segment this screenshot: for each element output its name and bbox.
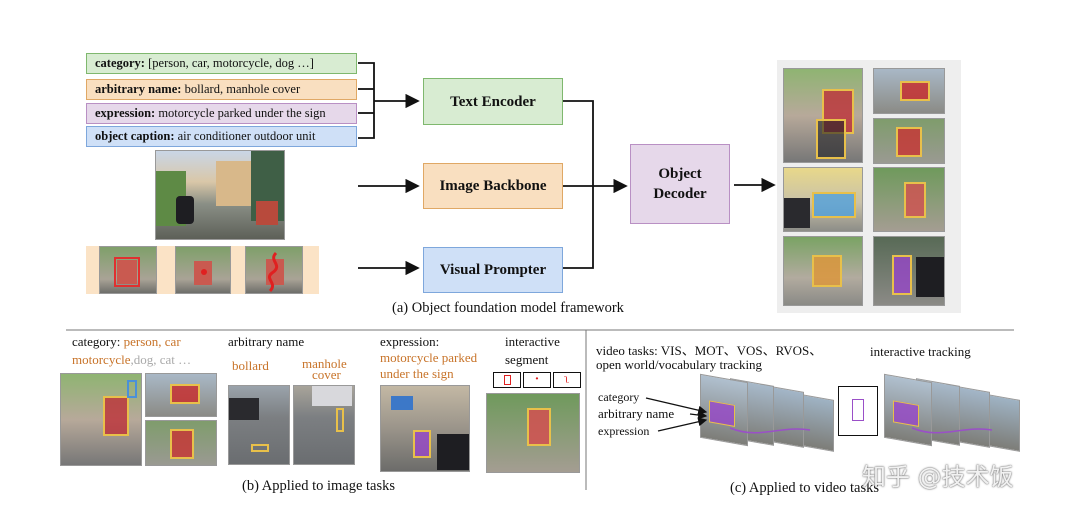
object-decoder-module: Object Decoder bbox=[630, 144, 730, 224]
c-video-tasks-1: video tasks: VIS、MOT、VOS、RVOS、 bbox=[596, 343, 823, 358]
output-flower-pot bbox=[783, 236, 863, 306]
visual-prompt-box-thumb bbox=[99, 246, 157, 294]
b-point-prompt-glyph: · bbox=[534, 372, 540, 387]
prompt-caption-key: object caption: bbox=[95, 129, 175, 143]
output-motorcycle-rider bbox=[783, 68, 863, 163]
b-expression-value-1: motorcycle parked bbox=[380, 350, 478, 365]
prompt-caption-value: air conditioner outdoor unit bbox=[174, 129, 316, 143]
c-video-tasks-2: open world/vocabulary tracking bbox=[596, 357, 763, 372]
prompt-expression-value: motorcycle parked under the sign bbox=[155, 106, 326, 120]
b-category-image-1 bbox=[60, 373, 142, 466]
b-expression-label: expression: bbox=[380, 334, 440, 349]
output-blue-car bbox=[783, 167, 863, 232]
output-grid bbox=[777, 60, 961, 313]
prompt-expression: expression: motorcycle parked under the … bbox=[86, 103, 357, 124]
b-category-image-2 bbox=[145, 373, 217, 417]
c-input-arbitrary-name: arbitrary name bbox=[598, 406, 675, 421]
b-box-prompt-icon bbox=[493, 372, 521, 388]
b-bollard-image bbox=[228, 385, 290, 465]
b-category-label: category: bbox=[72, 334, 124, 349]
b-category-values-2: motorcycle bbox=[72, 352, 131, 367]
caption-c: (c) Applied to video tasks bbox=[730, 480, 880, 496]
image-backbone-module: Image Backbone bbox=[423, 163, 563, 209]
b-expression-image bbox=[380, 385, 470, 472]
b-category-line: category: person, car bbox=[72, 334, 181, 350]
prompt-arbitrary-name: arbitrary name: bollard, manhole cover bbox=[86, 79, 357, 100]
b-category-line-2: motorcycle,dog, cat … bbox=[72, 352, 191, 368]
b-scribble-prompt-glyph: ʅ bbox=[564, 374, 570, 386]
visual-prompt-point-thumb bbox=[175, 246, 231, 294]
c-interactive-tracking: interactive tracking bbox=[870, 344, 971, 359]
output-red-car bbox=[873, 68, 945, 114]
b-manhole-label-1: manhole bbox=[302, 356, 347, 371]
image-backbone-label: Image Backbone bbox=[439, 178, 547, 194]
b-category-values-1: person, car bbox=[123, 334, 181, 349]
b-category-values-3: ,dog, cat … bbox=[130, 352, 192, 367]
watermark: 知乎 @技术饭 bbox=[862, 463, 1014, 491]
caption-a: (a) Object foundation model framework bbox=[392, 300, 624, 316]
visual-prompter-module: Visual Prompter bbox=[423, 247, 563, 293]
b-interactive-label-2: segment bbox=[505, 352, 549, 367]
b-scribble-prompt-icon: ʅ bbox=[553, 372, 581, 388]
c-input-expression: expression bbox=[598, 424, 650, 438]
prompt-category: category: [person, car, motorcycle, dog … bbox=[86, 53, 357, 74]
c-input-category: category bbox=[598, 390, 640, 404]
output-red-bin bbox=[873, 167, 945, 232]
b-interactive-label-1: interactive bbox=[505, 334, 560, 349]
prompt-category-key: category: bbox=[95, 56, 145, 70]
caption-b: (b) Applied to image tasks bbox=[242, 478, 396, 494]
b-manhole-label-2: cover bbox=[312, 367, 341, 382]
object-decoder-label-1: Object bbox=[658, 166, 702, 182]
b-arbitrary-label: arbitrary name bbox=[228, 334, 305, 349]
visual-prompter-label: Visual Prompter bbox=[439, 262, 547, 278]
text-encoder-label: Text Encoder bbox=[450, 93, 536, 110]
output-purple-scooter bbox=[873, 236, 945, 306]
b-bollard-label: bollard bbox=[232, 358, 269, 373]
prompt-object-caption: object caption: air conditioner outdoor … bbox=[86, 126, 357, 147]
c-prompt-frame bbox=[838, 386, 878, 436]
output-red-scooter bbox=[873, 118, 945, 164]
b-manhole-image bbox=[293, 385, 355, 465]
b-expression-value-2: under the sign bbox=[380, 366, 454, 381]
prompt-arbitrary-key: arbitrary name: bbox=[95, 82, 182, 96]
text-encoder-module: Text Encoder bbox=[423, 78, 563, 125]
object-decoder-label-2: Decoder bbox=[653, 186, 707, 202]
prompt-category-value: [person, car, motorcycle, dog …] bbox=[144, 56, 314, 70]
b-category-image-3 bbox=[145, 420, 217, 466]
input-street-image bbox=[155, 150, 285, 240]
b-interactive-image bbox=[486, 393, 580, 473]
b-point-prompt-icon: · bbox=[523, 372, 551, 388]
prompt-expression-key: expression: bbox=[95, 106, 156, 120]
visual-prompt-scribble-thumb bbox=[245, 246, 303, 294]
prompt-arbitrary-value: bollard, manhole cover bbox=[181, 82, 301, 96]
